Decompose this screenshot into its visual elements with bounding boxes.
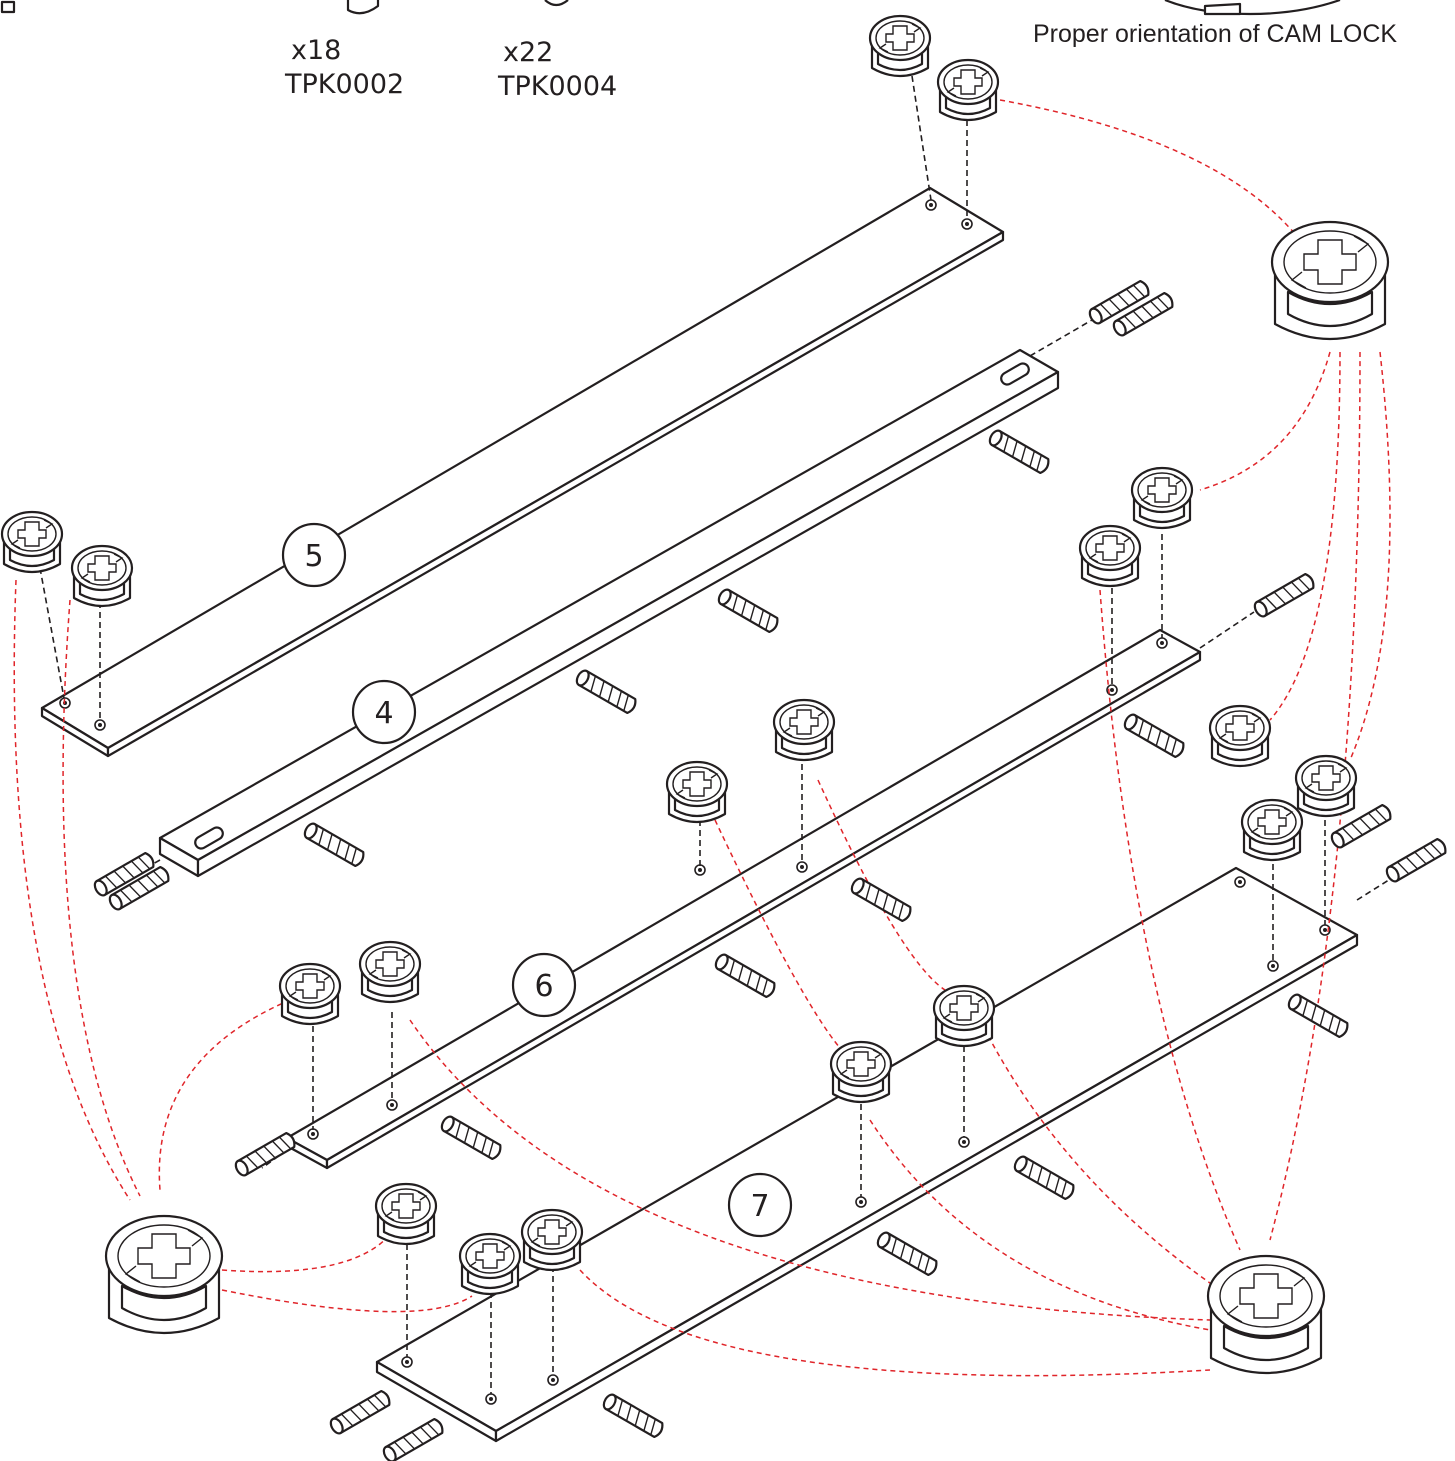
hardware-qty-2: x22	[503, 37, 554, 68]
hardware-code-2: TPK0004	[498, 71, 618, 102]
wooden-dowel-icon	[715, 586, 781, 635]
cam-lock-icon	[1270, 220, 1390, 341]
cam-lock-icon	[936, 58, 1000, 122]
cam-lock-icon	[1240, 798, 1304, 862]
part-number-7: 7	[750, 1189, 769, 1224]
wooden-dowel-icon	[573, 667, 639, 716]
wooden-dowel-icon	[874, 1229, 940, 1278]
cam-lock-icon	[1208, 704, 1272, 768]
cam-lock-icon	[665, 760, 729, 824]
cam-lock-orientation-bubble	[1164, 0, 1341, 16]
cam-lock-icon	[0, 510, 64, 574]
wooden-dowel-icon	[1011, 1153, 1077, 1202]
part-label-6: 6	[511, 952, 577, 1018]
cam-lock-icon	[829, 1040, 893, 1104]
hardware-code-1: TPK0002	[285, 69, 405, 100]
wooden-dowel-icon	[327, 1388, 393, 1437]
cam-lock-icon	[1078, 524, 1142, 588]
cam-lock-icon	[772, 698, 836, 762]
hardware-qty-1: x18	[291, 35, 342, 66]
part-label-5: 5	[281, 522, 347, 588]
hardware-icon-partial-1	[0, 0, 16, 14]
part-label-4: 4	[351, 679, 417, 745]
hardware-icon-partial-3	[544, 0, 569, 7]
cam-lock-icon	[104, 1214, 224, 1335]
part-number-6: 6	[534, 969, 553, 1004]
cam-lock-icon	[374, 1182, 438, 1246]
wooden-dowel-icon	[380, 1416, 446, 1461]
cam-lock-icon	[868, 14, 932, 78]
cam-lock-icon	[1294, 754, 1358, 818]
panel-5	[40, 186, 1005, 758]
cam-lock-icon	[1206, 1254, 1326, 1375]
panel-6	[285, 628, 1202, 1170]
wooden-dowel-icon	[1383, 836, 1449, 885]
part-number-4: 4	[374, 696, 393, 731]
cam-lock-icon	[932, 984, 996, 1048]
wooden-dowel-icon	[438, 1113, 504, 1162]
part-label-7: 7	[727, 1172, 793, 1238]
cam-lock-icon	[278, 962, 342, 1026]
cam-lock-icon	[520, 1208, 584, 1272]
panel-7	[375, 866, 1359, 1443]
wooden-dowel-icon	[232, 1130, 298, 1179]
cam-lock-orientation-note: Proper orientation of CAM LOCK	[1033, 20, 1398, 48]
wooden-dowel-icon	[848, 875, 914, 924]
wooden-dowel-icon	[1251, 571, 1317, 620]
cam-lock-icon	[358, 940, 422, 1004]
wooden-dowel-icon	[1121, 711, 1187, 760]
wooden-dowel-icon	[986, 427, 1052, 476]
wooden-dowel-icon	[712, 951, 778, 1000]
wooden-dowel-icon	[600, 1391, 666, 1440]
wooden-dowel-icon	[301, 820, 367, 869]
cam-lock-icon	[458, 1232, 522, 1296]
hardware-icon-partial-2	[346, 0, 380, 15]
cam-lock-path-guides	[13, 99, 1391, 1377]
cam-lock-icon	[70, 544, 134, 608]
cam-lock-icon	[1130, 466, 1194, 530]
part-number-5: 5	[304, 539, 323, 574]
